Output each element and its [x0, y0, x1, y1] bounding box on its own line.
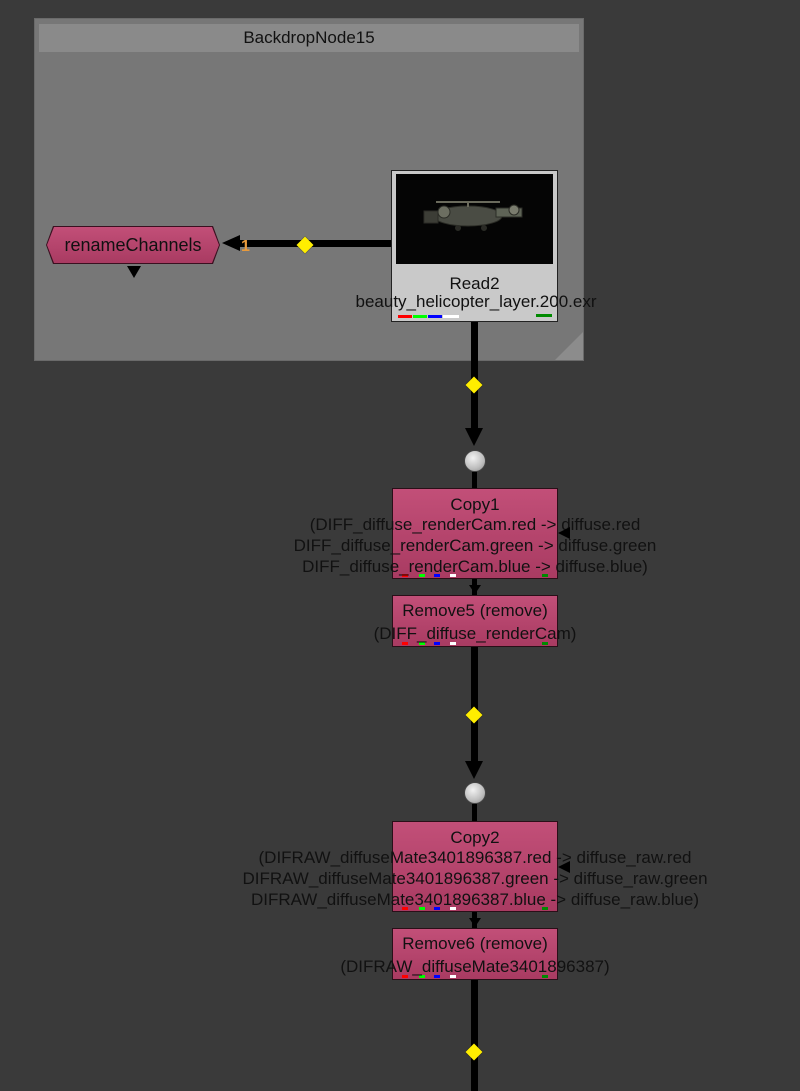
arrow-down-icon: [469, 585, 481, 594]
alpha-channel-indicator: [450, 975, 456, 978]
red-channel-indicator: [402, 907, 408, 910]
remove5-node[interactable]: Remove5 (remove): [392, 595, 558, 647]
mask-input-arrow-icon[interactable]: [558, 527, 570, 539]
helicopter-image: [423, 201, 523, 231]
blue-channel-indicator: [434, 907, 440, 910]
arrow-left-icon: [222, 235, 240, 251]
copy2-node-title: Copy2: [450, 828, 500, 847]
dot-node-2[interactable]: [464, 782, 486, 804]
backdrop-resize-handle[interactable]: [555, 332, 583, 360]
read-node-title: Read2: [449, 274, 500, 293]
blue-channel-indicator: [434, 975, 440, 978]
copy1-line-1: (DIFF_diffuse_renderCam.red -> diffuse.r…: [309, 515, 641, 534]
renameChannels-node[interactable]: renameChannels: [47, 227, 219, 263]
rename-node-label: renameChannels: [64, 235, 202, 255]
other-channel-indicator: [542, 574, 548, 577]
alpha-channel-indicator: [450, 907, 456, 910]
other-channel-indicator: [542, 642, 548, 645]
alpha-channel-indicator: [443, 315, 459, 318]
red-channel-indicator: [402, 975, 408, 978]
copy2-line-2: DIFRAW_diffuseMate3401896387.green -> di…: [242, 869, 708, 888]
green-channel-indicator: [419, 975, 425, 978]
remove6-node[interactable]: Remove6 (remove): [392, 928, 558, 980]
copy2-node[interactable]: Copy2: [392, 821, 558, 912]
copy1-node-title: Copy1: [450, 495, 500, 514]
read-node[interactable]: Read2: [391, 170, 558, 322]
remove6-node-title: Remove6 (remove): [402, 934, 548, 953]
other-channel-indicator: [542, 975, 548, 978]
read-node-filename: beauty_helicopter_layer.200.exr: [355, 292, 597, 311]
remove5-subtitle: (DIFF_diffuse_renderCam): [373, 624, 577, 643]
pipe-read-to-rename[interactable]: [240, 240, 392, 247]
pipe-remove6-output[interactable]: [471, 980, 478, 1091]
blue-channel-indicator: [428, 315, 442, 318]
copy2-line-1: (DIFRAW_diffuseMate3401896387.red -> dif…: [258, 848, 692, 867]
arrow-down-icon: [465, 761, 483, 779]
green-channel-indicator: [413, 315, 427, 318]
red-channel-indicator: [398, 315, 412, 318]
arrow-down-icon: [465, 428, 483, 446]
green-channel-indicator: [419, 574, 425, 577]
output-arrow-icon[interactable]: [127, 266, 141, 278]
pipe-knot[interactable]: [465, 376, 483, 394]
pipe-dot-to-copy2[interactable]: [472, 804, 477, 821]
other-channel-indicator: [542, 907, 548, 910]
other-channel-indicator: [536, 314, 552, 317]
arrow-down-icon: [469, 918, 481, 927]
alpha-channel-indicator: [450, 642, 456, 645]
copy1-line-2: DIFF_diffuse_renderCam.green -> diffuse.…: [293, 536, 657, 555]
copy1-line-3: DIFF_diffuse_renderCam.blue -> diffuse.b…: [302, 557, 648, 576]
remove6-subtitle: (DIFRAW_diffuseMate3401896387): [340, 957, 610, 976]
green-channel-indicator: [419, 642, 425, 645]
copy1-node[interactable]: Copy1: [392, 488, 558, 579]
blue-channel-indicator: [434, 574, 440, 577]
mask-input-arrow-icon[interactable]: [558, 861, 570, 873]
backdrop-title: BackdropNode15: [39, 24, 579, 52]
green-channel-indicator: [419, 907, 425, 910]
red-channel-indicator: [402, 642, 408, 645]
dot-node-1[interactable]: [464, 450, 486, 472]
blue-channel-indicator: [434, 642, 440, 645]
input-number-label: 1: [241, 238, 250, 255]
copy2-line-3: DIFRAW_diffuseMate3401896387.blue -> dif…: [250, 890, 700, 909]
alpha-channel-indicator: [450, 574, 456, 577]
remove5-node-title: Remove5 (remove): [402, 601, 548, 620]
pipe-remove5-to-copy2[interactable]: [471, 647, 478, 764]
pipe-knot[interactable]: [465, 706, 483, 724]
helicopter-thumbnail: [396, 174, 553, 264]
pipe-knot[interactable]: [465, 1043, 483, 1061]
pipe-dot-to-copy1[interactable]: [472, 472, 477, 488]
red-channel-indicator: [402, 574, 408, 577]
